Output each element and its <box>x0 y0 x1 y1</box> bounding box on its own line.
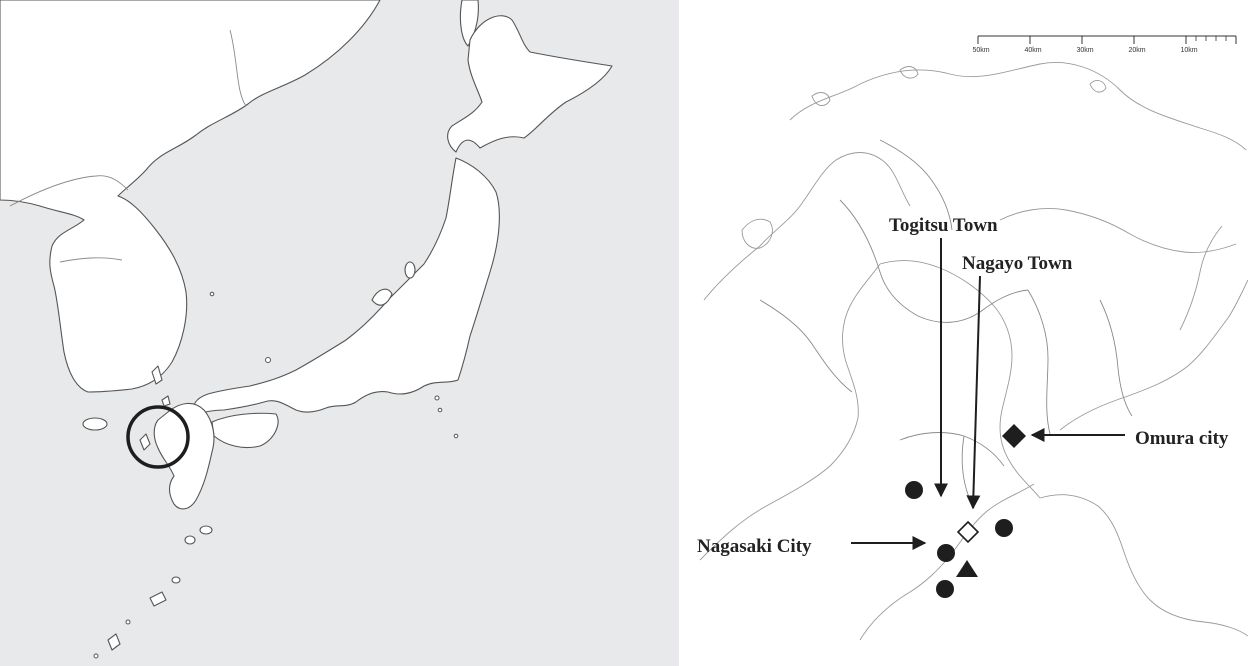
islet-c <box>1089 80 1107 93</box>
marker-open-diamond <box>956 520 980 544</box>
western-coast <box>703 152 911 301</box>
ryukyu-islet <box>93 653 99 659</box>
detail-map-panel: 50km 40km 30km 20km 10km <box>693 0 1248 666</box>
label-togitsu-town: Togitsu Town <box>889 215 998 236</box>
izu-islet <box>453 433 459 439</box>
tanegashima-island <box>199 525 213 535</box>
russia-china-border <box>229 29 247 107</box>
okinawa-island <box>149 591 167 607</box>
sado-island <box>404 261 416 279</box>
mainland-asia-landmass <box>0 0 381 393</box>
oki-islet <box>265 357 271 363</box>
scale-label-40km: 40km <box>1024 47 1041 54</box>
boundary-line <box>917 289 1029 323</box>
saga-coast <box>999 208 1237 253</box>
hokkaido-landmass <box>447 15 613 153</box>
panel-divider <box>679 0 693 666</box>
marker-filled-circle <box>937 544 955 562</box>
marker-filled-circle <box>995 519 1013 537</box>
goto-islet-b <box>899 66 919 79</box>
yakushima-island <box>184 535 196 545</box>
scale-label-20km: 20km <box>1128 47 1145 54</box>
sakhalin-landmass <box>459 0 479 47</box>
label-nagayo-town: Nagayo Town <box>962 253 1073 274</box>
scale-label-30km: 30km <box>1076 47 1093 54</box>
marker-filled-diamond <box>1002 424 1026 448</box>
amami-island <box>171 576 181 584</box>
municipal-boundaries <box>759 139 1133 509</box>
boundary-line <box>1099 299 1133 417</box>
iki-island <box>161 395 171 407</box>
shimabara-coast <box>1039 494 1248 637</box>
scale-label-10km: 10km <box>1180 47 1197 54</box>
eastern-river <box>1179 225 1223 331</box>
west-peninsula-coast <box>699 263 881 561</box>
boundary-line <box>759 299 853 393</box>
scale-label-50km: 50km <box>972 47 989 54</box>
nagayo-arrow <box>966 275 981 510</box>
study-area-circle <box>126 405 190 469</box>
boundary-line <box>1027 289 1051 435</box>
ulleung-islet <box>209 291 215 297</box>
izu-islet <box>434 395 440 401</box>
label-omura-city: Omura city <box>1135 428 1229 449</box>
ryukyu-islets <box>107 633 121 651</box>
hirado-island <box>741 218 773 249</box>
honshu-landmass <box>193 157 500 415</box>
korea-dmz-border <box>59 257 123 263</box>
marker-filled-triangle <box>956 560 978 577</box>
ryukyu-islet <box>125 619 131 625</box>
goto-islet-a <box>811 92 831 106</box>
marker-filled-circle <box>905 481 923 499</box>
shikoku-landmass <box>211 412 279 449</box>
northern-coast <box>789 62 1247 151</box>
scale-bar: 50km 40km 30km 20km 10km <box>972 35 1237 54</box>
ariake-coast <box>1059 279 1248 431</box>
tsushima-island <box>151 365 163 385</box>
label-nagasaki-city: Nagasaki City <box>697 536 812 557</box>
site-markers <box>905 424 1026 598</box>
goto-islands <box>139 433 151 451</box>
jeju-island <box>82 417 108 431</box>
overview-map-panel <box>0 0 679 666</box>
boundary-line <box>899 432 1005 467</box>
china-korea-border <box>9 175 129 207</box>
boundary-line <box>839 199 919 317</box>
detail-background <box>693 0 1248 666</box>
boundary-line <box>879 139 953 231</box>
izu-islet <box>437 407 443 413</box>
noto-peninsula <box>371 288 393 306</box>
marker-filled-circle <box>936 580 954 598</box>
kyushu-landmass <box>153 402 215 510</box>
